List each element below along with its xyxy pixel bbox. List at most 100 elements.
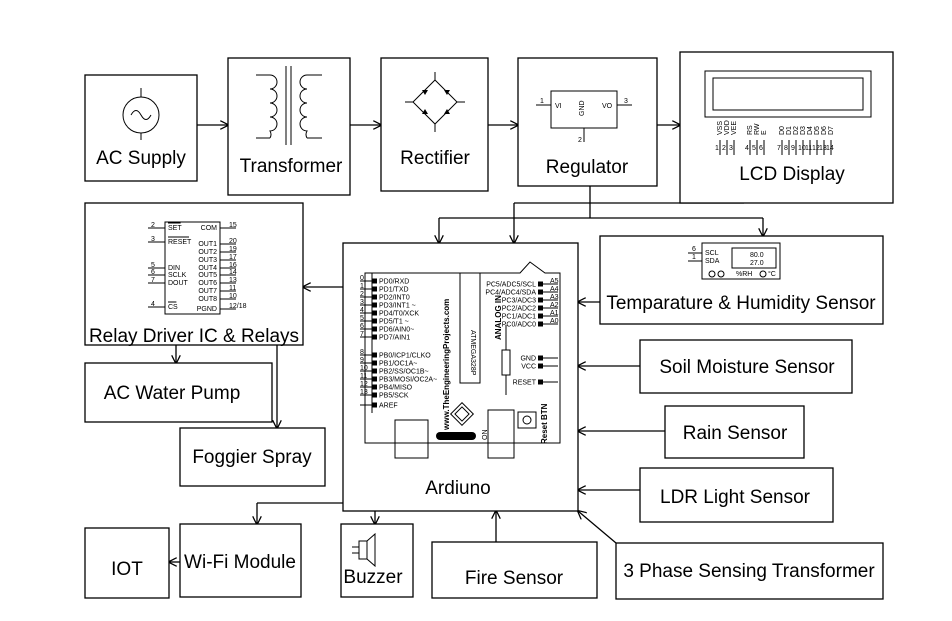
ac-water-pump-label: AC Water Pump (104, 383, 241, 404)
relay-pin-label: PGND (197, 306, 217, 313)
arduino-pin-number: 13 (360, 389, 368, 396)
arduino-pin-label: PB0/ICP1/CLKO (379, 353, 431, 360)
lcd-display-block: VSS1VDD2VEE3RS4RW5E6D07D18D29D310D411D51… (679, 51, 894, 204)
lcd-pin-number: 3 (729, 145, 733, 152)
relay-pin-number: 3 (151, 236, 155, 243)
relay-pin-number: 20 (229, 238, 237, 245)
svg-text:SDA: SDA (705, 258, 720, 265)
arduino-pin-number: 8 (360, 349, 364, 356)
iot-label: IOT (111, 559, 143, 580)
arduino-pin-number: 10 (360, 365, 368, 372)
ac-supply-label: AC Supply (96, 148, 186, 169)
svg-text:°C: °C (768, 270, 776, 278)
foggier-spray-label: Foggier Spray (192, 447, 312, 468)
lcd-pin-number: 9 (791, 145, 795, 152)
arduino-pin-label: PD5/T1 ~ (379, 319, 409, 326)
lcd-pin-label: D1 (786, 126, 793, 135)
relay-pin-label: SCLK (168, 272, 187, 279)
arduino-pin-number: 5 (360, 315, 364, 322)
relay-pin-label: DIN (168, 265, 180, 272)
arduino-pin-number: 2 (360, 291, 364, 298)
lcd-pin-label: RW (754, 123, 761, 135)
svg-text:6: 6 (692, 246, 696, 253)
relay-pin-number: 15 (229, 222, 237, 229)
arduino-pin-label: PD0/RXD (379, 279, 409, 286)
arduino-pin-label: PB5/SCK (379, 393, 409, 400)
arduino-pin-number: 0 (360, 275, 364, 282)
arduino-pin-label: PC0/ADC0 (502, 322, 536, 329)
relay-pin-label: SET (168, 225, 182, 232)
buzzer-block: Buzzer (340, 523, 414, 598)
lcd-pin-number: 7 (777, 145, 781, 152)
arduino-pin-number: 6 (360, 323, 364, 330)
relay-pin-number: 16 (229, 262, 237, 269)
arduino-pin-number: 1 (360, 283, 364, 290)
lcd-pin-number: 14 (826, 145, 834, 152)
ac-source-icon (122, 88, 160, 140)
arduino-pin-number: 7 (360, 331, 364, 338)
ldr-sensor-block: LDR Light Sensor (639, 467, 834, 523)
dht-sensor-icon: 80.0 27.0 6 1 SCL SDA %RH °C (688, 242, 781, 280)
relay-pin-number: 14 (229, 269, 237, 276)
arduino-pin-number: A4 (550, 286, 559, 293)
relay-pin-label: OUT7 (198, 288, 217, 295)
relay-pin-number: 12/18 (229, 303, 247, 310)
svg-text:1: 1 (692, 254, 696, 261)
regulator-block: 1 3 2 VI VO GND Regulator (517, 57, 658, 187)
rain-sensor-block: Rain Sensor (664, 405, 805, 459)
wifi-module-label: Wi-Fi Module (184, 552, 296, 573)
lcd-pin-label: E (761, 130, 768, 135)
ac-water-pump-block: AC Water Pump (84, 362, 273, 423)
bridge-rectifier-icon (405, 72, 465, 132)
arduino-pin-label: PD4/T0/XCK (379, 311, 419, 318)
ldr-sensor-label: LDR Light Sensor (660, 487, 811, 508)
arduino-pin-number: A5 (550, 278, 559, 285)
arduino-logo-icon (449, 401, 475, 427)
arduino-pin-number: 9 (360, 357, 364, 364)
lcd-pin-number: 1 (715, 145, 719, 152)
svg-text:80.0: 80.0 (750, 252, 764, 259)
arduino-pin-number: A3 (550, 294, 559, 301)
relay-pin-number: 6 (151, 269, 155, 276)
arduino-pin-number: 4 (360, 307, 364, 314)
lcd-pin-number: 6 (759, 145, 763, 152)
arduino-power-pin-label: GND (520, 356, 536, 363)
wifi-module-block: Wi-Fi Module (179, 523, 302, 598)
arduino-pin-label: PC4/ADC4/SDA (485, 290, 536, 297)
transformer-coil-icon (256, 66, 322, 145)
arduino-pin-label: PD3/INT1 ~ (379, 303, 416, 310)
relay-pin-number: 4 (151, 301, 155, 308)
atmega-chip (459, 272, 481, 384)
relay-pin-label: OUT5 (198, 272, 217, 279)
relay-pin-label: RESET (168, 239, 192, 246)
foggier-spray-block: Foggier Spray (179, 427, 326, 487)
rectifier-label: Rectifier (400, 148, 470, 169)
relay-pin-label: OUT8 (198, 296, 217, 303)
arduino-pin-label: PD2/INT0 (379, 295, 410, 302)
svg-text:GND: GND (579, 100, 586, 116)
lcd-pin-number: 5 (752, 145, 756, 152)
relay-driver-label: Relay Driver IC & Relays (89, 326, 299, 347)
arduino-pin-number: A2 (550, 302, 559, 309)
connectors (169, 125, 763, 562)
svg-text:27.0: 27.0 (750, 260, 764, 267)
lcd-pin-label: D3 (800, 126, 807, 135)
arduino-pin-number: A0 (550, 318, 559, 325)
arduino-label: Ardiuno (425, 478, 491, 499)
relay-pin-number: 5 (151, 262, 155, 269)
arduino-pin-label: PD7/AIN1 (379, 335, 410, 342)
lcd-pin-label: D6 (821, 126, 828, 135)
arduino-pin-label: PB2/SS/OC1B~ (379, 369, 429, 376)
relay-pin-number: 7 (151, 277, 155, 284)
svg-text:SCL: SCL (705, 250, 719, 257)
relay-pin-label: CS (168, 304, 178, 311)
relay-pin-label: OUT3 (198, 257, 217, 264)
transformer-block: Transformer (227, 57, 351, 196)
relay-pin-label: COM (201, 225, 218, 232)
arduino-pin-number: A1 (550, 310, 559, 317)
